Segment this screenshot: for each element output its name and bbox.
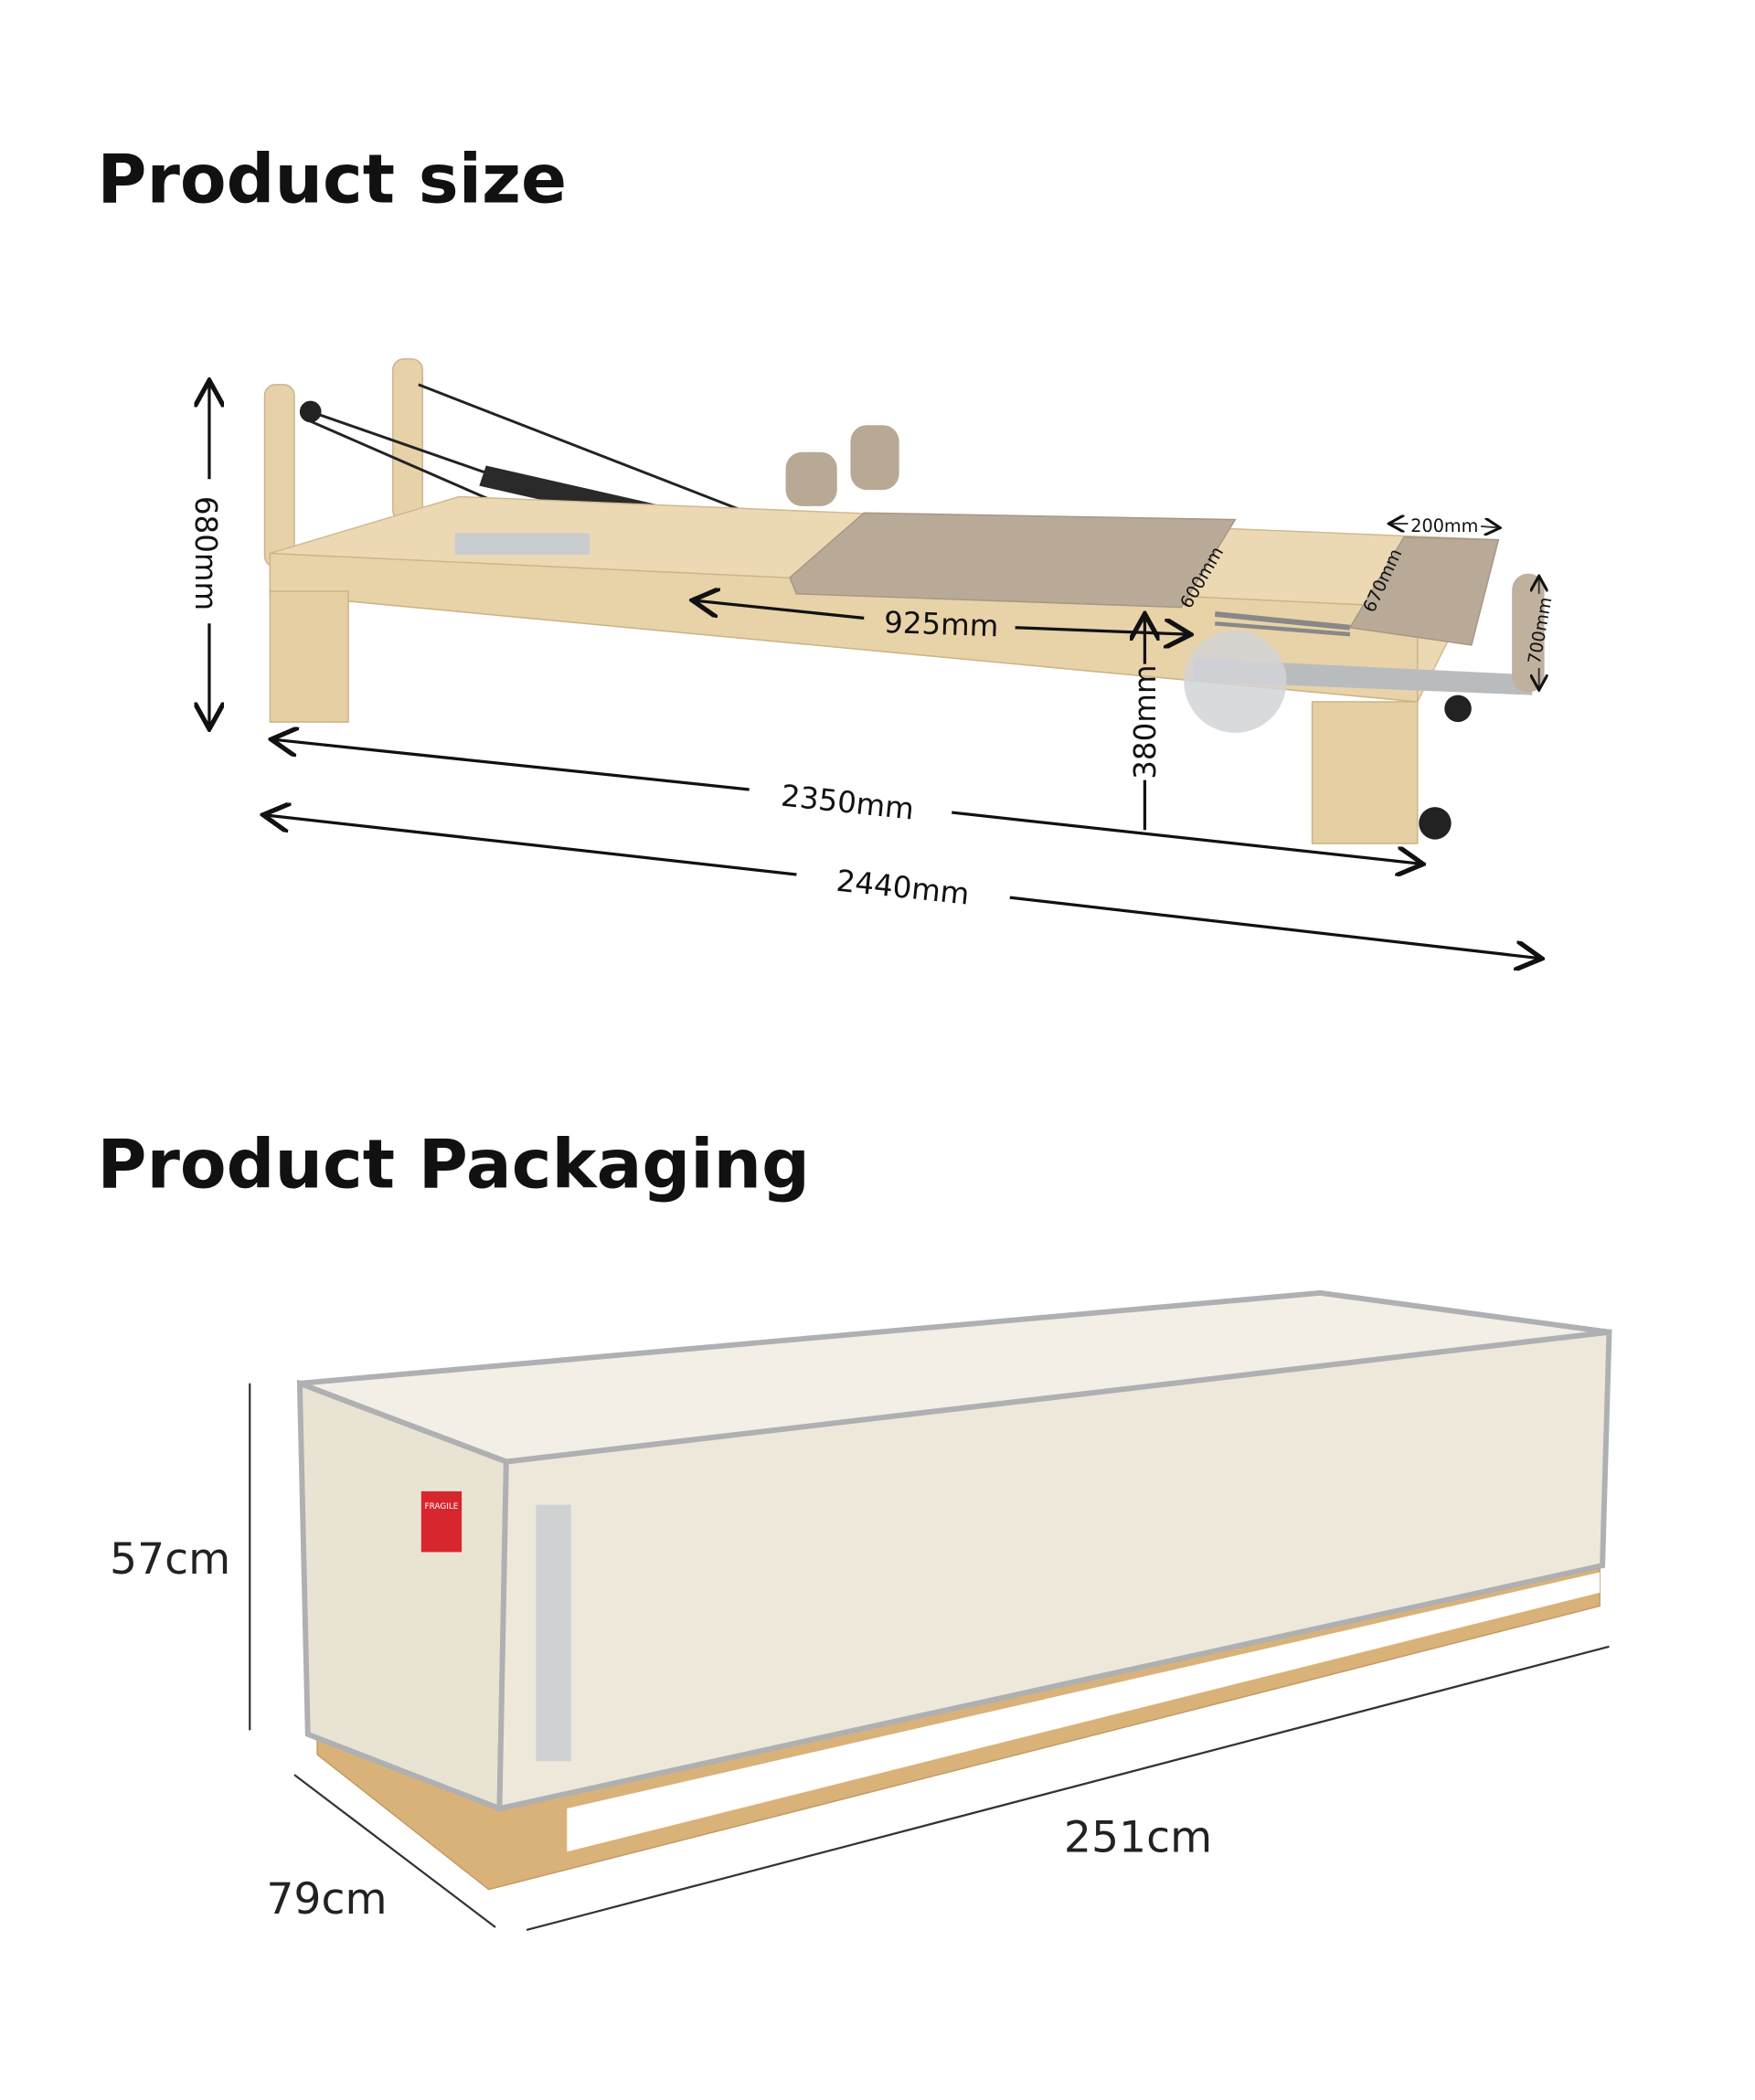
fragile-label-text: FRAGILE (425, 1502, 459, 1511)
crate-height-label: 57cm (110, 1534, 230, 1585)
crate-illustration: FRAGILE (296, 1289, 1612, 1891)
dimension-lines-reformer (209, 383, 1539, 958)
dim-total-length-label: 2440mm (835, 864, 971, 912)
dim-frame-height-label: 380mm (1128, 664, 1163, 779)
dim-platform-width-label: 200mm (1410, 515, 1478, 536)
section-title-product-size: Product size (97, 141, 567, 219)
dim-carriage-label: 925mm (884, 605, 1000, 643)
section-title-product-packaging: Product Packaging (97, 1126, 810, 1204)
dim-height-label: 680mm (188, 496, 223, 610)
crate-depth-label: 79cm (266, 1874, 387, 1925)
crate-length-label: 251cm (1064, 1812, 1212, 1862)
reformer-illustration (263, 358, 1545, 844)
dimension-lines-crate (249, 1383, 1610, 1931)
dim-frame-length-label: 2350mm (780, 779, 916, 827)
fragile-label (420, 1490, 463, 1553)
